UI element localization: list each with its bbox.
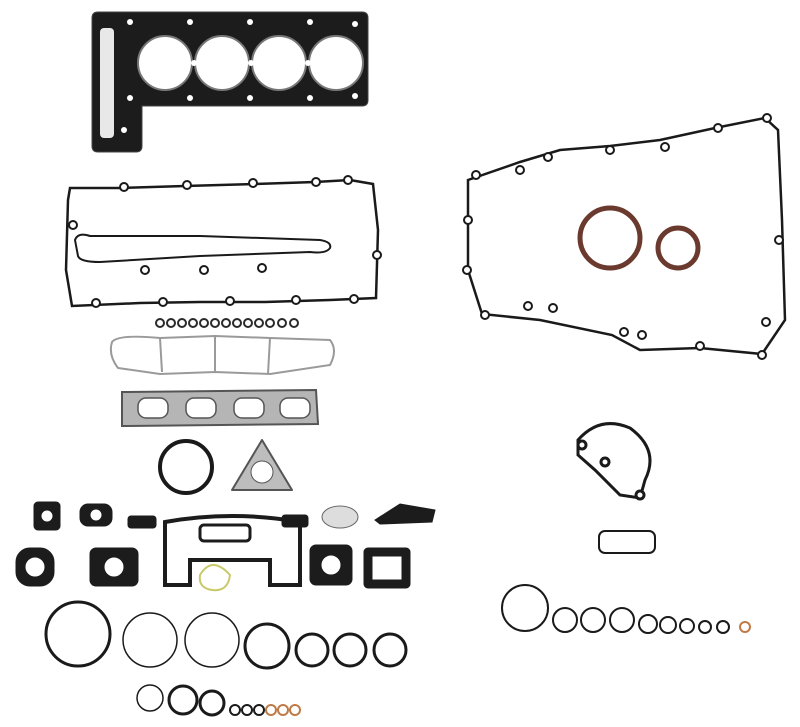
injector-seal-rings bbox=[155, 318, 299, 328]
exhaust-manifold-gasket bbox=[121, 388, 320, 428]
misc-small-gaskets bbox=[15, 501, 436, 592]
crankshaft-seal-small bbox=[655, 225, 701, 271]
o-rings-right bbox=[501, 584, 751, 634]
valve-cover-gasket bbox=[64, 175, 382, 308]
crankshaft-seal-large bbox=[577, 205, 643, 271]
thermostat-gasket bbox=[598, 530, 656, 554]
water-pump-gasket bbox=[576, 422, 652, 501]
turbo-ring-gasket bbox=[158, 439, 214, 495]
intake-manifold-gasket bbox=[109, 334, 335, 376]
cylinder-head-gasket bbox=[91, 11, 369, 153]
timing-cover-gasket bbox=[462, 113, 787, 360]
triangle-flange-gasket bbox=[231, 439, 293, 491]
o-rings-left bbox=[44, 600, 408, 717]
